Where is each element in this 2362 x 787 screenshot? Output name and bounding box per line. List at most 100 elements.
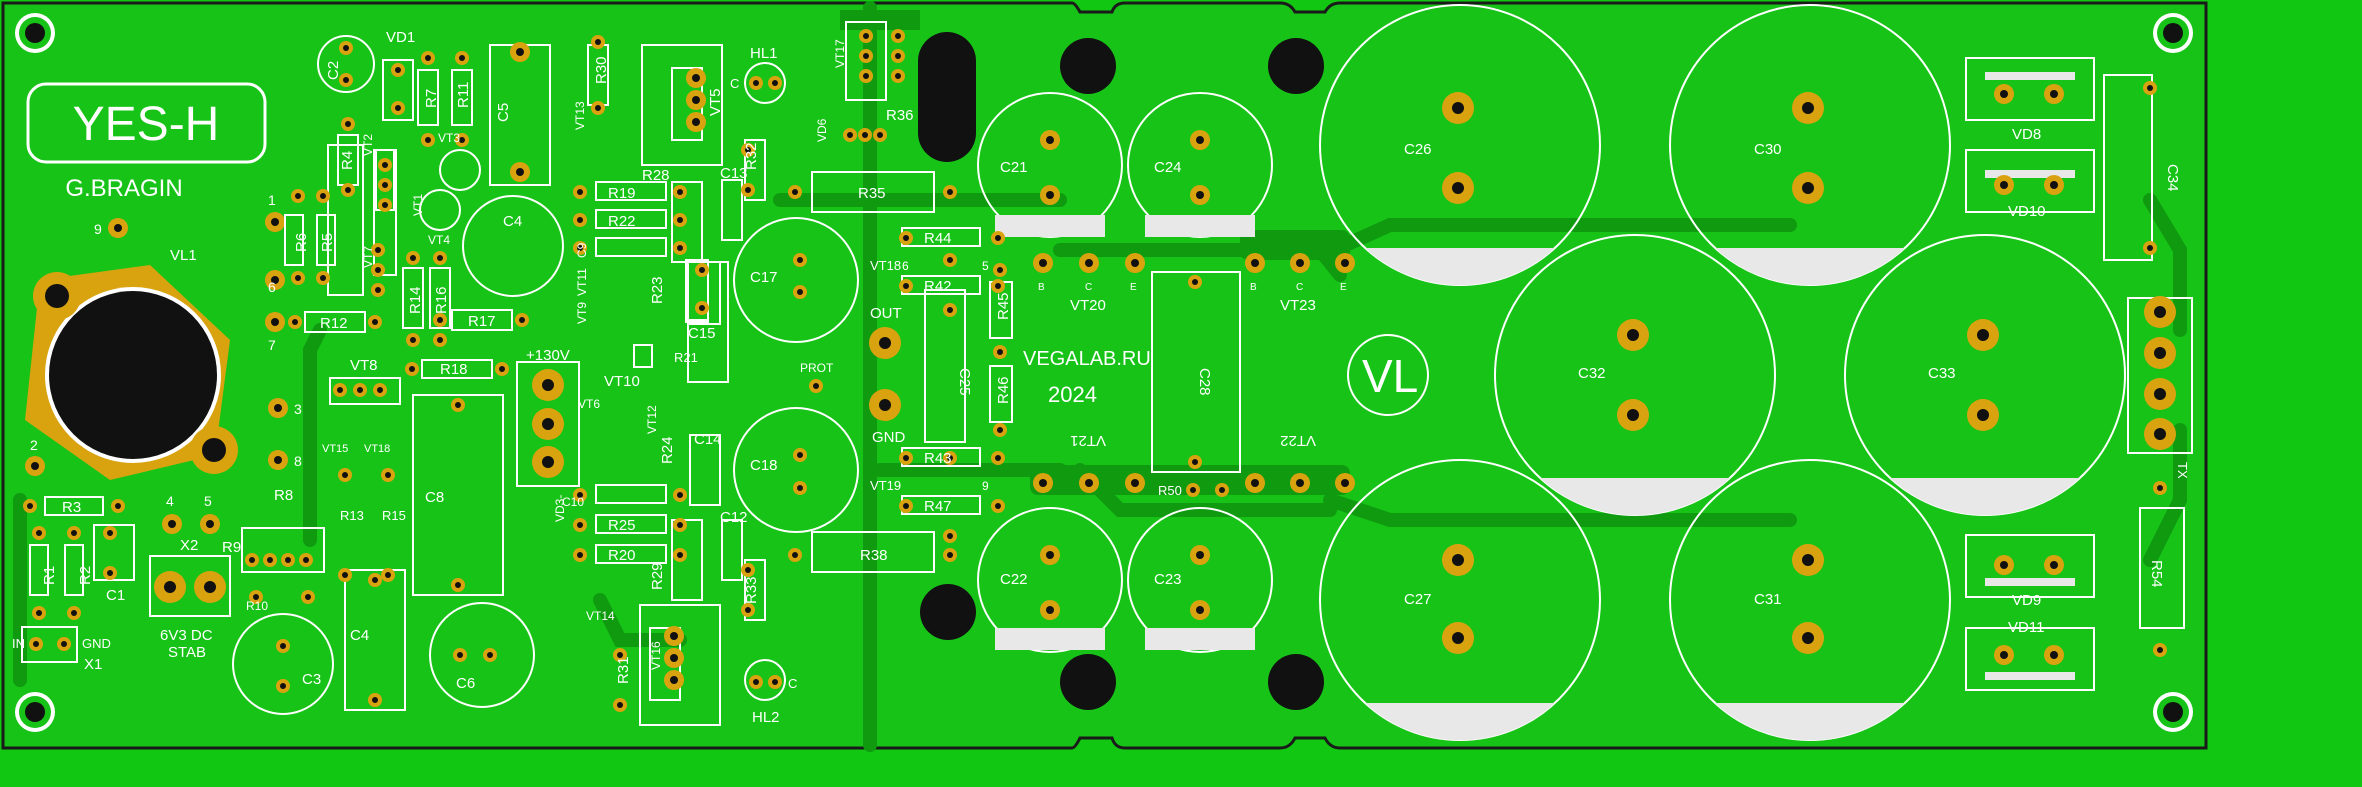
c26-label: C26 <box>1404 141 1432 158</box>
hl1-c-label: C <box>730 76 739 91</box>
r31-label: R31 <box>615 656 632 684</box>
c18-label: C18 <box>750 457 778 474</box>
c27-label: C27 <box>1404 591 1432 608</box>
r45-label: R45 <box>995 292 1012 320</box>
copper-pours <box>840 10 1350 495</box>
r30-label: R30 <box>593 56 610 84</box>
r23-label: R23 <box>649 276 666 304</box>
c31-label: C31 <box>1754 591 1782 608</box>
r7-label: R7 <box>423 89 440 108</box>
c17-label: C17 <box>750 269 778 286</box>
in-label: IN <box>12 636 25 651</box>
vt19-label: VT19 <box>870 478 901 493</box>
r38-label: R38 <box>860 547 888 564</box>
vt22-label: VT22 <box>1280 432 1316 449</box>
c1-label: C1 <box>106 587 125 604</box>
c32-label: C32 <box>1578 365 1606 382</box>
vt9-label: VT9 <box>575 302 589 324</box>
vt6-label: VT6 <box>578 397 600 411</box>
vt20-b: B <box>1038 282 1045 293</box>
pin-5: 5 <box>204 493 212 509</box>
r18-label: R18 <box>440 361 468 378</box>
r12-label: R12 <box>320 315 348 332</box>
r50-label: R50 <box>1158 483 1182 498</box>
pin-6: 6 <box>268 279 276 295</box>
r13-label: R13 <box>340 508 364 523</box>
c23-shade <box>1145 628 1255 650</box>
hl1-label: HL1 <box>750 45 778 62</box>
logo-frame <box>26 82 267 164</box>
board-outline <box>1 1 2208 750</box>
vt18-label: VT18 <box>870 258 901 273</box>
r54-label: R54 <box>2148 560 2165 588</box>
diode-bodies <box>1985 72 2075 680</box>
c22-label: C22 <box>1000 571 1028 588</box>
vd9-label: VD9 <box>2012 592 2041 609</box>
author-label: G.BRAGIN <box>65 175 182 202</box>
vt20-label: VT20 <box>1070 297 1106 314</box>
vt10-label: VT10 <box>604 373 640 390</box>
c14-label: C14 <box>694 431 722 448</box>
r32-label: R32 <box>743 142 760 170</box>
vd3-label: VD3- <box>553 495 567 522</box>
mounting-holes <box>15 13 2193 732</box>
c9-label: C9 <box>575 242 589 258</box>
c5-label: C5 <box>495 103 512 122</box>
vd1-label: VD1 <box>386 29 415 46</box>
vd10-label: VD10 <box>2008 203 2046 220</box>
r36-label: R36 <box>886 107 914 124</box>
pin-2: 2 <box>30 437 38 453</box>
c6-label: C6 <box>456 675 475 692</box>
website-label: VEGALAB.RU <box>1023 348 1151 370</box>
r20-label: R20 <box>608 547 636 564</box>
x1-label: X1 <box>84 656 102 673</box>
c24-shade <box>1145 215 1255 237</box>
vt20-c: C <box>1085 282 1092 293</box>
r35-label: R35 <box>858 185 886 202</box>
gnd-out-label: GND <box>872 429 906 446</box>
vt5-label: VT5 <box>707 88 724 116</box>
r47-label: R47 <box>924 498 952 515</box>
pin-s9: 9 <box>982 479 989 493</box>
pin-3: 3 <box>294 401 302 417</box>
r46-label: R46 <box>995 376 1012 404</box>
c3-label: C3 <box>302 671 321 688</box>
c8-label: C8 <box>425 489 444 506</box>
vd8-label: VD8 <box>2012 126 2041 143</box>
output-stage <box>901 92 1429 653</box>
pin-s5: 5 <box>982 259 989 273</box>
c25-label: C25 <box>956 368 973 396</box>
vt7-label: VT7 <box>361 246 375 268</box>
vt11-label: VT11 <box>575 268 589 296</box>
vt16-label: VT16 <box>649 641 663 670</box>
r43-label: R43 <box>924 450 952 467</box>
c15-label: C15 <box>688 325 716 342</box>
board-title: YES-H <box>73 98 220 151</box>
vt21-label: VT21 <box>1070 432 1106 449</box>
diode-outlines <box>1965 57 2193 691</box>
c34-label: C34 <box>2164 164 2181 192</box>
r3-label: R3 <box>62 499 81 516</box>
c10-label: C10 <box>562 495 584 509</box>
stab-label-1: 6V3 DC <box>160 627 213 644</box>
vt14-label: VT14 <box>586 609 615 623</box>
c28-label: C28 <box>1196 368 1213 396</box>
c13-label: C13 <box>720 165 748 182</box>
plus130-label: +130V <box>526 347 570 364</box>
out-label: OUT <box>870 305 902 322</box>
center-components <box>587 21 935 726</box>
vt2-label: VT2 <box>361 134 375 156</box>
c2-label: C2 <box>325 61 342 80</box>
vt18b-label: VT18 <box>364 443 390 455</box>
c21-label: C21 <box>1000 159 1028 176</box>
vt12-label: VT12 <box>645 405 659 434</box>
vt20-e: E <box>1130 282 1137 293</box>
r16-label: R16 <box>433 286 450 314</box>
vl1-label: VL1 <box>170 247 197 264</box>
c4b-label: C4 <box>350 627 369 644</box>
pin-7: 7 <box>268 337 276 353</box>
vt8-label: VT8 <box>350 357 378 374</box>
prot-label: PROT <box>800 361 834 375</box>
vt23-e: E <box>1340 282 1347 293</box>
